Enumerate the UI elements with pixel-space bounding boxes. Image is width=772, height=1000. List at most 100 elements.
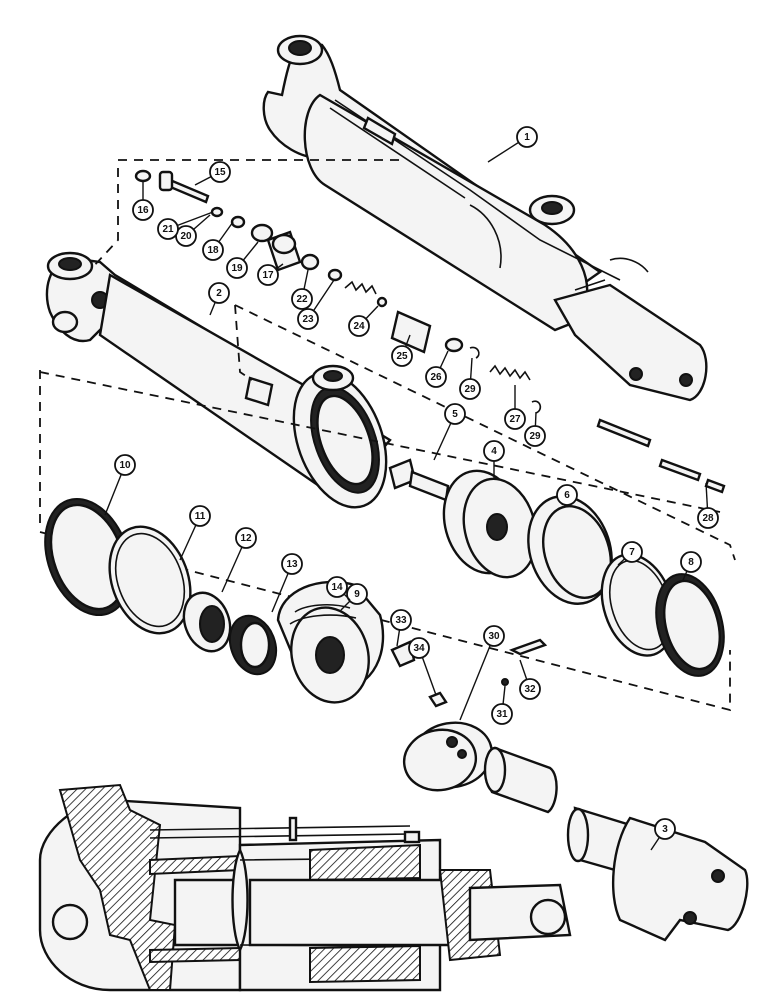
callout-11: 11 [179,505,211,561]
callout-bubble [391,345,413,367]
callout-29: 29 [459,357,481,400]
callout-33: 33 [390,609,412,647]
callout-9: 9 [340,583,368,611]
callout-number: 6 [564,490,570,501]
callout-8: 8 [680,551,702,581]
callout-number: 28 [702,513,714,524]
callout-bubble [483,440,505,462]
callout-bubble [291,288,313,310]
callout-17: 17 [257,263,284,286]
callout-number: 18 [207,245,219,256]
callout-leader-line [459,635,495,721]
callout-26: 26 [425,350,449,388]
callout-number: 1 [524,132,530,143]
assembled-cylinder [262,34,708,402]
callout-12: 12 [221,527,257,593]
callout-number: 29 [529,431,541,442]
callout-24: 24 [348,305,379,337]
head-assembly [44,497,548,792]
callout-14: 14 [326,576,351,601]
callout-1: 1 [487,126,538,163]
callout-bubble [654,818,676,840]
callout-bubble [257,264,279,286]
callout-32: 32 [519,659,541,700]
callout-number: 34 [413,643,425,654]
callout-bubble [208,282,230,304]
callout-18: 18 [202,221,234,261]
callout-number: 11 [195,511,206,522]
callout-bubble [209,161,231,183]
callout-bubble [408,637,430,659]
callout-number: 25 [396,351,408,362]
callout-bubble [281,553,303,575]
cylinder-tube [45,251,392,509]
callout-number: 22 [296,294,308,305]
callout-bubble [326,576,348,598]
callout-22: 22 [291,269,313,310]
callout-number: 32 [524,684,536,695]
callout-bubble [390,609,412,631]
callout-2: 2 [208,282,230,316]
valve-parts [134,169,726,494]
callout-16: 16 [132,182,154,221]
callout-bubble [519,678,541,700]
callout-4: 4 [483,440,505,478]
callout-number: 7 [629,547,635,558]
callout-number: 13 [286,559,298,570]
callout-bubble [114,454,136,476]
callout-number: 9 [354,589,360,600]
callout-bubble [697,507,719,529]
callout-bubble [444,403,466,425]
callout-number: 33 [395,615,407,626]
callout-bubble [491,703,513,725]
callout-number: 30 [488,631,500,642]
callout-31: 31 [491,685,513,725]
cross-section-view [38,783,572,992]
callout-number: 29 [464,384,476,395]
callout-number: 24 [353,321,365,332]
callout-number: 20 [180,231,192,242]
callout-6: 6 [556,484,578,506]
callout-19: 19 [226,241,259,279]
callout-number: 5 [452,409,458,420]
callout-bubble [504,408,526,430]
callout-bubble [297,308,319,330]
callout-3: 3 [650,818,676,851]
callout-number: 10 [119,460,131,471]
callout-number: 8 [688,557,694,568]
callout-34: 34 [408,637,437,696]
callout-number: 17 [262,270,274,281]
callout-bubble [524,425,546,447]
callout-30: 30 [459,625,505,721]
callout-number: 23 [302,314,314,325]
callout-7: 7 [617,541,643,566]
callout-25: 25 [391,334,413,367]
callout-10: 10 [104,454,136,516]
rod-and-clevis [483,746,749,942]
grouping-dashed-lines [39,159,736,712]
callout-number: 26 [430,372,442,383]
callout-bubble [516,126,538,148]
callout-labels: 1234567891011121314151617181920212223242… [104,126,719,851]
callout-number: 2 [216,288,222,299]
callout-13: 13 [271,553,303,613]
callout-bubble [202,239,224,261]
callout-21: 21 [157,211,214,240]
callout-number: 31 [496,709,508,720]
callout-29: 29 [524,411,546,447]
callout-23: 23 [297,279,335,330]
callout-number: 4 [491,446,497,457]
callout-bubble [346,583,368,605]
callout-number: 16 [137,205,149,216]
callout-bubble [483,625,505,647]
callout-bubble [132,199,154,221]
piston-assembly [388,458,725,677]
callout-bubble [556,484,578,506]
callout-27: 27 [504,385,526,430]
callout-number: 19 [231,263,243,274]
callout-number: 14 [331,582,343,593]
callout-number: 3 [662,824,668,835]
callout-number: 15 [214,167,226,178]
callout-bubble [348,315,370,337]
